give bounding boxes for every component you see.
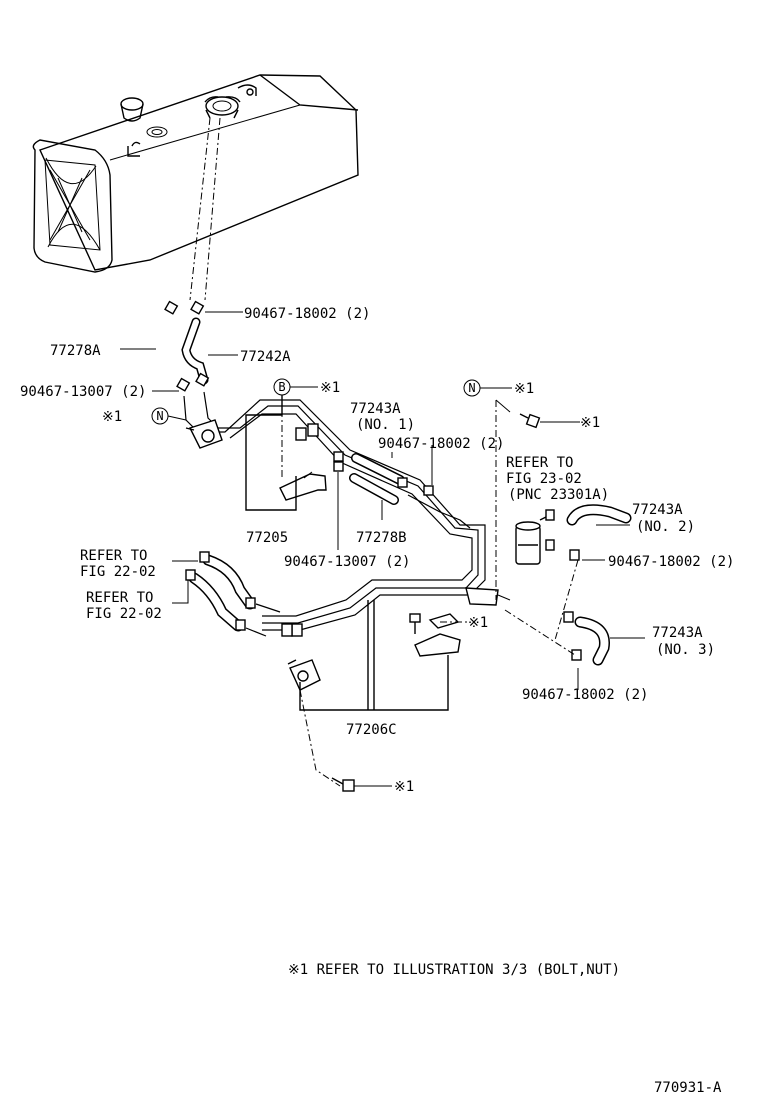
label-pnc: (PNC 23301A) [508,487,609,503]
label-77205: 77205 [246,530,288,546]
clamp-top [164,300,210,392]
hose-77243A-no1 [351,453,405,485]
label-refer-fig23: REFER TO [506,455,573,471]
label-refer-fig22a: REFER TO [80,548,147,564]
label-no3: (NO. 3) [656,642,715,658]
label-77206C: 77206C [346,722,397,738]
clamp-mid [333,451,434,496]
footnote: ※1 REFER TO ILLUSTRATION 3/3 (BOLT,NUT) [288,962,620,978]
label-90467-18002-top: 90467-18002 (2) [244,306,370,322]
fuel-filter [515,509,555,565]
hose-77243A-no2 [566,504,632,526]
bolt-bottom [331,777,355,792]
hose-77278A [154,319,185,389]
label-ref1-left: ※1 [102,409,122,425]
label-77242A: 77242A [240,349,291,365]
label-90467-18002-bottom: 90467-18002 (2) [522,687,648,703]
label-refer-fig22b: REFER TO [86,590,153,606]
label-ref1-bolt-bottom: ※1 [394,779,414,795]
label-77243A-no1: 77243A [350,401,401,417]
label-90467-18002-right: 90467-18002 (2) [608,554,734,570]
hose-77278B [349,473,399,505]
marker-n-right: N [463,379,481,397]
guide-line [204,117,221,301]
fuel-tank [32,74,359,273]
label-ref1-b: ※1 [320,380,340,396]
label-ref1-n-right: ※1 [514,381,534,397]
label-fig22a: FIG 22-02 [80,564,156,580]
label-90467-13007-left: 90467-13007 (2) [20,384,146,400]
label-77243A-no2: 77243A [632,502,683,518]
label-ref1-bolt-mid: ※1 [468,615,488,631]
clamp-right [563,549,582,661]
label-77278B: 77278B [356,530,407,546]
marker-b: B [273,378,291,396]
pipe-assembly [183,391,511,691]
hose-77243A-no3 [574,616,610,666]
svg-text:N: N [468,381,475,395]
guide-line [189,117,211,301]
label-77243A-no3: 77243A [652,625,703,641]
label-77278A: 77278A [50,343,101,359]
svg-text:N: N [156,409,163,423]
label-90467-18002-mid: 90467-18002 (2) [378,436,504,452]
label-no2: (NO. 2) [636,519,695,535]
label-fig22b: FIG 22-02 [86,606,162,622]
marker-n-left: N [151,407,169,425]
bolt-right [519,413,541,429]
hoses-left [185,551,281,637]
svg-text:B: B [278,380,285,394]
bolt-mid [409,613,421,634]
label-no1: (NO. 1) [356,417,415,433]
figure-id: 770931-A [654,1080,722,1096]
label-90467-13007-mid: 90467-13007 (2) [284,554,410,570]
hose-77242A [181,317,209,385]
label-ref1-bolt-right: ※1 [580,415,600,431]
label-fig23: FIG 23-02 [506,471,582,487]
